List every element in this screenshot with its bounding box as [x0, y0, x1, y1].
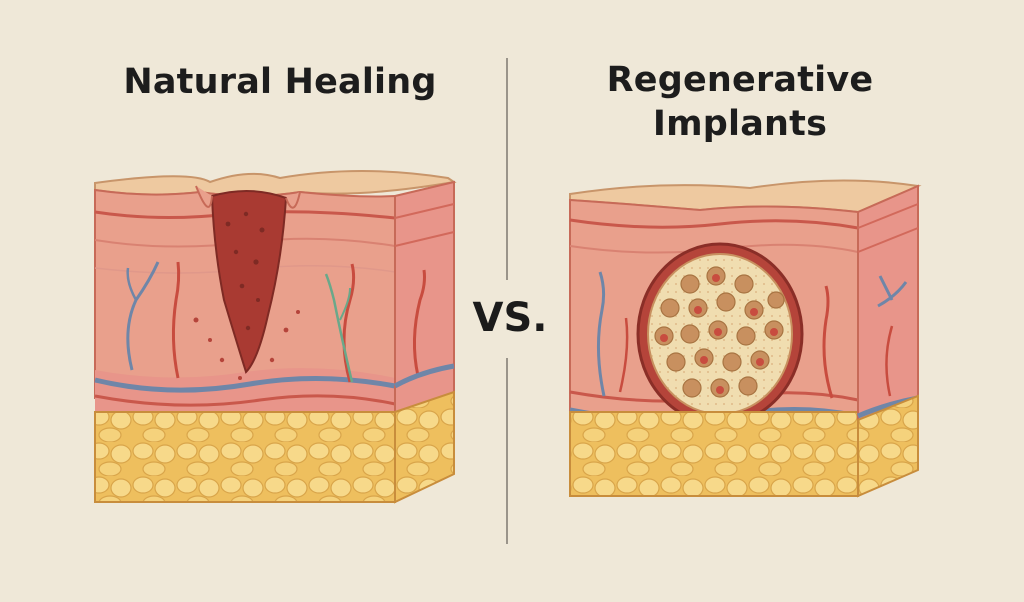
title-line-2: Implants — [652, 104, 828, 144]
vein-branch — [126, 261, 160, 371]
regenerative-implants-title: Regenerative Implants — [560, 58, 920, 146]
natural-healing-title: Natural Healing — [123, 62, 437, 102]
fat-layer-left — [94, 411, 396, 503]
wound-area — [210, 189, 288, 374]
artery-left — [171, 261, 181, 379]
nerve-left — [324, 273, 354, 383]
vs-label: VS. — [472, 295, 548, 341]
fat-layer-right — [569, 411, 859, 497]
regenerative-implant-skin-block — [569, 179, 922, 498]
divider-top — [506, 58, 508, 280]
title-line-1: Regenerative — [606, 60, 874, 100]
natural-healing-skin-block — [94, 170, 457, 504]
skin-surface-left — [94, 170, 457, 197]
divider-bottom — [506, 358, 508, 544]
